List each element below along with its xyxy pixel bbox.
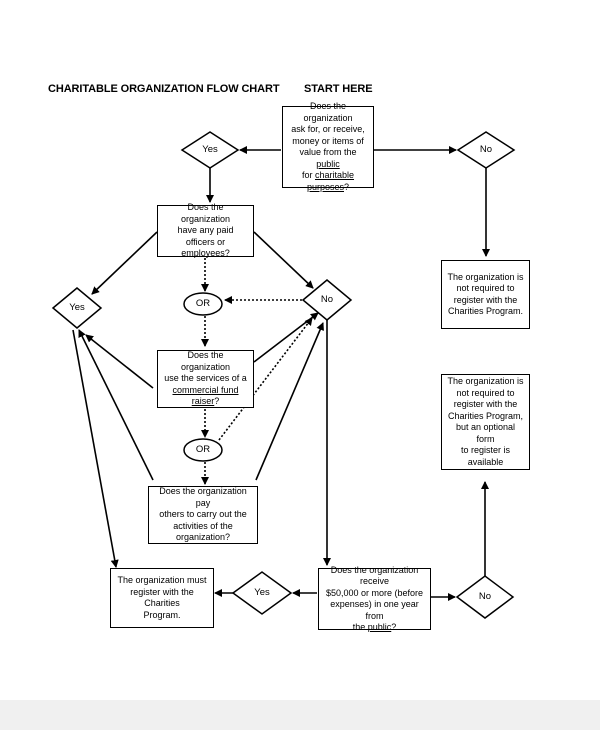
arrow-pay-to-no xyxy=(255,322,324,481)
must-line-3: Program. xyxy=(143,609,181,620)
optional-line-4: Charities Program, xyxy=(447,410,524,421)
decision-yes-bottom-label: Yes xyxy=(254,587,270,598)
start-line-6: purposes? xyxy=(306,181,350,192)
decision-no-mid-label: No xyxy=(320,294,334,305)
notreq-line-3: register with the xyxy=(453,294,518,305)
arrow-paid-to-no xyxy=(253,231,314,289)
arrow-pay-to-yes xyxy=(78,329,154,481)
box-not-required: The organization is not required to regi… xyxy=(441,260,530,329)
chart-title: CHARITABLE ORGANIZATION FLOW CHART xyxy=(48,83,280,95)
notreq-line-4: Charities Program. xyxy=(447,306,523,316)
decision-no-bottom-label: No xyxy=(478,591,492,602)
decision-yes-left-label: Yes xyxy=(69,302,85,313)
box-pay-others: Does the organization pay others to carr… xyxy=(148,486,258,544)
dotted-or2-to-no xyxy=(218,317,313,441)
start-here-label: START HERE xyxy=(304,83,373,95)
notreq-line-1: The organization is xyxy=(447,271,524,282)
notreq-line-2: not required to xyxy=(456,283,515,293)
decision-yes-bottom-diamond xyxy=(231,571,293,615)
or-label-2: OR xyxy=(195,444,211,455)
decision-no-bottom-diamond xyxy=(455,575,515,619)
must-line-1: The organization must xyxy=(117,575,207,585)
start-line-1: Does the organization xyxy=(303,101,353,123)
decision-yes-left-diamond xyxy=(51,287,103,329)
start-line-4: value from the public xyxy=(299,147,357,169)
arrow-paid-to-yes xyxy=(91,231,158,295)
arrow-fund-to-yes xyxy=(85,334,154,389)
or-ellipse-2 xyxy=(183,438,223,462)
box-optional-register: The organization is not required to regi… xyxy=(441,374,530,470)
optional-line-2: not required to xyxy=(456,387,515,398)
fund-line-2: use the services of a xyxy=(164,373,247,384)
start-line-3: money or items of xyxy=(292,135,364,146)
optional-line-7: available xyxy=(467,456,504,467)
box-start-question: Does the organization ask for, or receiv… xyxy=(282,101,374,192)
pay-line-1: Does the organization pay xyxy=(159,486,247,508)
decision-yes-top-diamond xyxy=(180,131,240,169)
box-receive-50k: Does the organization receive $50,000 or… xyxy=(318,564,431,632)
receive-line-4: the public? xyxy=(352,622,397,632)
paid-line-1: Does the organization xyxy=(180,202,231,224)
start-line-5: for charitable xyxy=(301,170,355,180)
receive-line-2: $50,000 or more (before xyxy=(325,587,424,598)
optional-line-3: register with the xyxy=(453,399,518,409)
decision-no-top-label: No xyxy=(479,144,493,155)
or-label-1: OR xyxy=(195,298,211,309)
paid-line-2: have any paid officers or xyxy=(177,225,234,247)
optional-line-6: to register is xyxy=(460,445,511,455)
pay-line-2: others to carry out the xyxy=(159,509,247,520)
start-line-2: ask for, or receive, xyxy=(291,124,365,134)
decision-no-mid-diamond xyxy=(301,279,353,321)
fund-line-1: Does the organization xyxy=(180,350,231,372)
optional-line-1: The organization is xyxy=(447,376,524,386)
decision-yes-top-label: Yes xyxy=(202,144,218,155)
arrow-fund-to-no xyxy=(253,312,319,363)
box-must-register: The organization must register with the … xyxy=(110,568,214,628)
receive-line-3: expenses) in one year from xyxy=(330,599,419,621)
box-paid-officers: Does the organization have any paid offi… xyxy=(157,202,254,259)
pay-line-3: activities of the organization? xyxy=(173,520,233,543)
fund-line-3: commercial fund raiser? xyxy=(172,384,239,407)
or-ellipse-1 xyxy=(183,292,223,316)
optional-line-5: but an optional form xyxy=(455,422,516,444)
paid-line-3: employees? xyxy=(181,248,230,259)
arrow-yesleft-to-must xyxy=(72,329,119,568)
receive-line-1: Does the organization receive xyxy=(330,564,419,587)
box-fund-raiser: Does the organization use the services o… xyxy=(157,350,254,408)
decision-no-top-diamond xyxy=(456,131,516,169)
must-line-2: register with the Charities xyxy=(130,586,194,609)
